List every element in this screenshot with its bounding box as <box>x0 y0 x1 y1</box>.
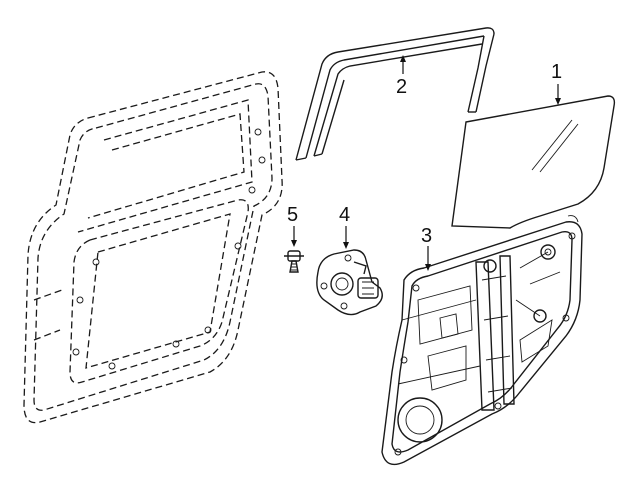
bolt-icon <box>284 250 304 273</box>
regulator-motor-icon <box>316 249 383 316</box>
door-glass-icon <box>451 95 616 229</box>
callout-5: 5 <box>287 204 299 226</box>
window-regulator-module-icon <box>381 215 583 466</box>
glass-run-channel-icon <box>295 27 495 161</box>
callout-2: 2 <box>396 76 408 98</box>
callout-4: 4 <box>339 204 351 226</box>
leader-lines <box>291 55 561 271</box>
callout-1: 1 <box>551 61 563 83</box>
callout-3: 3 <box>421 225 433 247</box>
door-shell-outline <box>23 71 283 424</box>
